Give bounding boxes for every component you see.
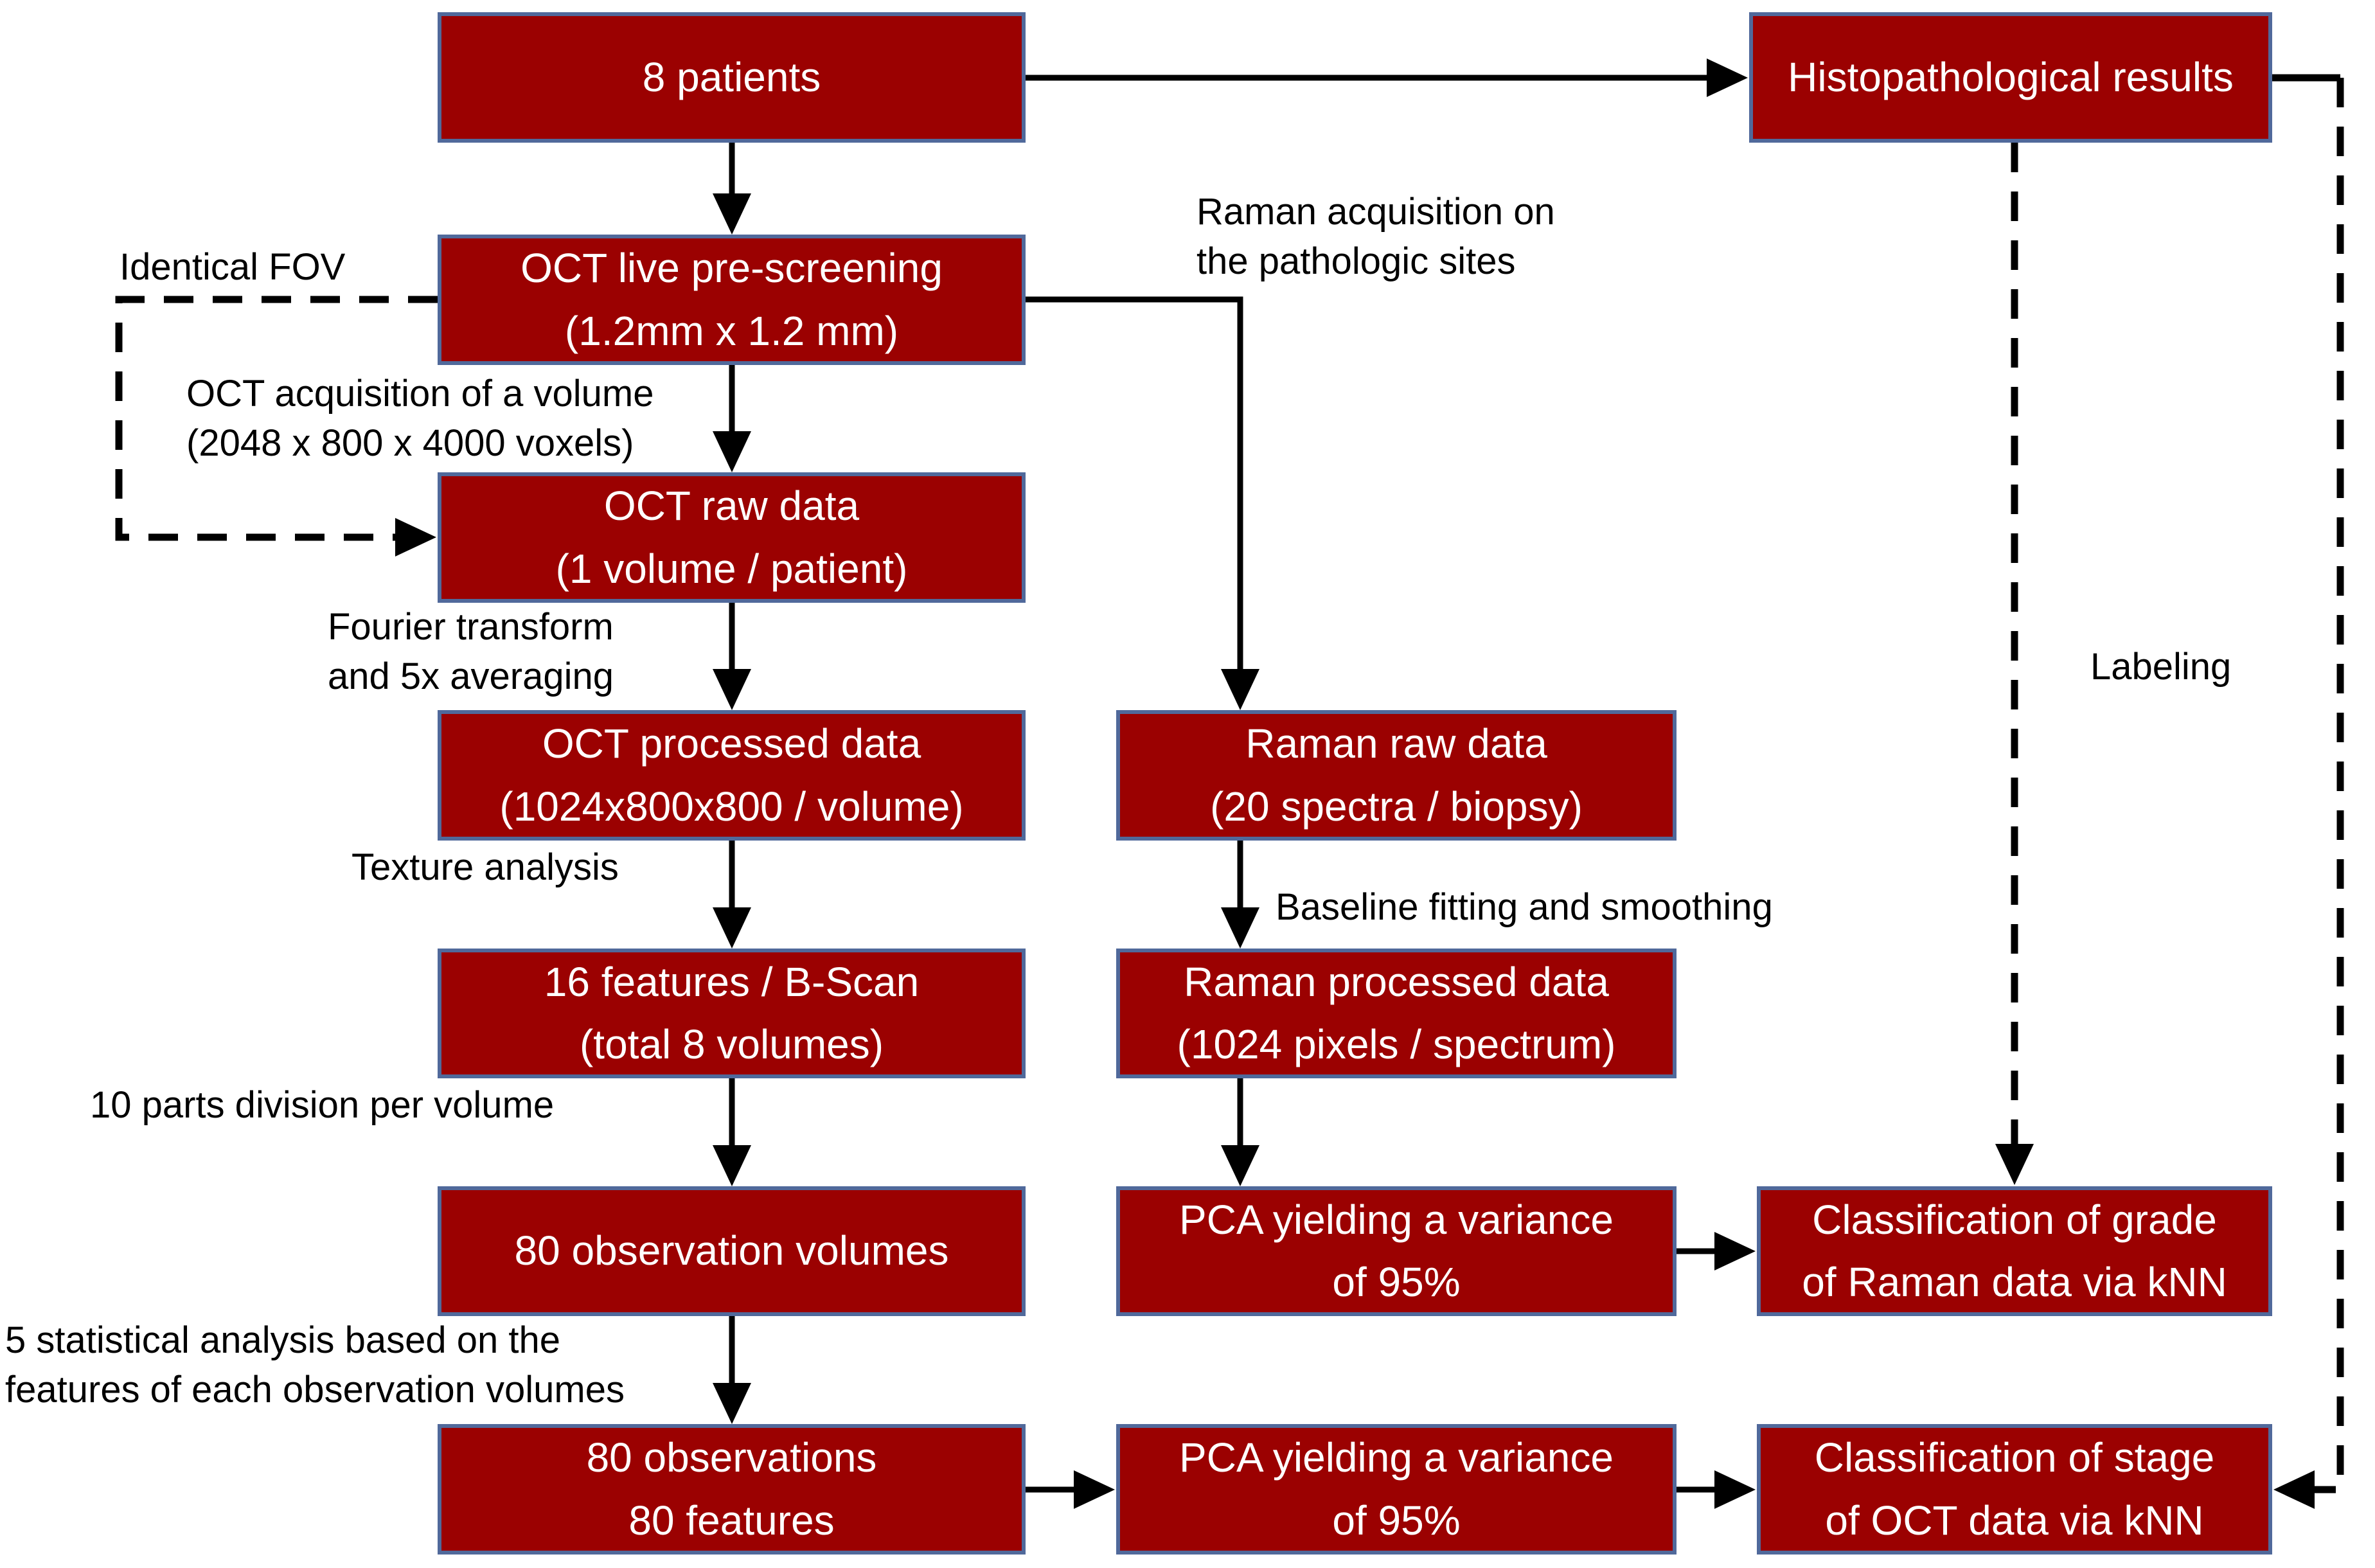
label-text: the pathologic sites: [1196, 240, 1516, 282]
label-text: OCT acquisition of a volume: [186, 373, 654, 414]
node-text: PCA yielding a variance: [1179, 1196, 1614, 1243]
node-80-observation-volumes: 80 observation volumes: [438, 1186, 1026, 1316]
node-text: (1.2mm x 1.2 mm): [564, 307, 899, 354]
node-text: OCT raw data: [603, 483, 860, 530]
node-text: of Raman data via kNN: [1802, 1259, 2227, 1305]
node-text: of 95%: [1332, 1259, 1461, 1305]
node-raman-processed-data: Raman processed data (1024 pixels / spec…: [1116, 949, 1677, 1078]
node-pca-raman: PCA yielding a variance of 95%: [1116, 1186, 1677, 1316]
label-labeling: Labeling: [2090, 643, 2231, 692]
node-text: Histopathological results: [1788, 53, 2234, 100]
node-text: 8 patients: [642, 53, 821, 100]
node-text: (1 volume / patient): [555, 545, 908, 592]
node-oct-processed-data: OCT processed data (1024x800x800 / volum…: [438, 710, 1026, 841]
node-text: Raman processed data: [1184, 958, 1609, 1005]
node-text: (total 8 volumes): [579, 1021, 884, 1067]
node-text: (1024x800x800 / volume): [499, 783, 964, 830]
node-text: 80 observation volumes: [514, 1227, 949, 1274]
node-text: 80 observations: [586, 1434, 877, 1481]
label-text: Raman acquisition on: [1196, 191, 1555, 233]
label-oct-acquisition: OCT acquisition of a volume (2048 x 800 …: [186, 370, 654, 468]
node-raman-raw-data: Raman raw data (20 spectra / biopsy): [1116, 710, 1677, 841]
node-16-features-bscan: 16 features / B-Scan (total 8 volumes): [438, 949, 1026, 1078]
label-texture-analysis: Texture analysis: [351, 843, 619, 893]
node-text: 16 features / B-Scan: [544, 958, 920, 1005]
label-text: 5 statistical analysis based on the: [5, 1319, 561, 1361]
label-text: Baseline fitting and smoothing: [1276, 886, 1773, 928]
edge-histo-classstage-dashed: [2273, 78, 2344, 1509]
label-raman-acquisition: Raman acquisition on the pathologic site…: [1196, 188, 1555, 286]
label-text: Labeling: [2090, 646, 2232, 688]
node-classification-grade-raman: Classification of grade of Raman data vi…: [1757, 1186, 2272, 1316]
label-text: Texture analysis: [351, 846, 619, 888]
label-text: features of each observation volumes: [5, 1368, 625, 1411]
node-text: (1024 pixels / spectrum): [1177, 1021, 1616, 1067]
label-text: Identical FOV: [120, 246, 346, 288]
node-text: Raman raw data: [1245, 720, 1547, 767]
label-text: 10 parts division per volume: [90, 1084, 555, 1126]
label-text: and 5x averaging: [328, 655, 614, 697]
label-text: Fourier transform: [328, 606, 614, 648]
label-identical-fov: Identical FOV: [120, 243, 345, 292]
node-text: Classification of grade: [1812, 1196, 2217, 1243]
label-baseline-fitting: Baseline fitting and smoothing: [1276, 883, 1773, 932]
node-text: OCT processed data: [542, 720, 921, 767]
node-text: (20 spectra / biopsy): [1210, 783, 1583, 830]
node-text: PCA yielding a variance: [1179, 1434, 1614, 1481]
node-8-patients: 8 patients: [438, 12, 1026, 143]
node-text: of 95%: [1332, 1497, 1461, 1544]
label-fourier-transform: Fourier transform and 5x averaging: [328, 603, 614, 701]
node-histopathological-results: Histopathological results: [1749, 12, 2272, 143]
node-text: Classification of stage: [1814, 1434, 2215, 1481]
node-text: of OCT data via kNN: [1825, 1497, 2204, 1544]
node-pca-oct: PCA yielding a variance of 95%: [1116, 1424, 1677, 1555]
label-five-statistical-analysis: 5 statistical analysis based on the feat…: [5, 1316, 625, 1414]
node-oct-raw-data: OCT raw data (1 volume / patient): [438, 472, 1026, 603]
node-classification-stage-oct: Classification of stage of OCT data via …: [1757, 1424, 2272, 1555]
node-text: 80 features: [628, 1497, 835, 1544]
node-oct-live-prescreening: OCT live pre-screening (1.2mm x 1.2 mm): [438, 235, 1026, 365]
label-text: (2048 x 800 x 4000 voxels): [186, 422, 634, 464]
label-ten-parts-division: 10 parts division per volume: [90, 1081, 554, 1130]
edge-prescreen-ramanraw: [1026, 296, 1259, 710]
edge-identical-fov-dashed: [115, 296, 438, 557]
node-text: OCT live pre-screening: [520, 245, 943, 292]
node-80-observations-80-features: 80 observations 80 features: [438, 1424, 1026, 1555]
